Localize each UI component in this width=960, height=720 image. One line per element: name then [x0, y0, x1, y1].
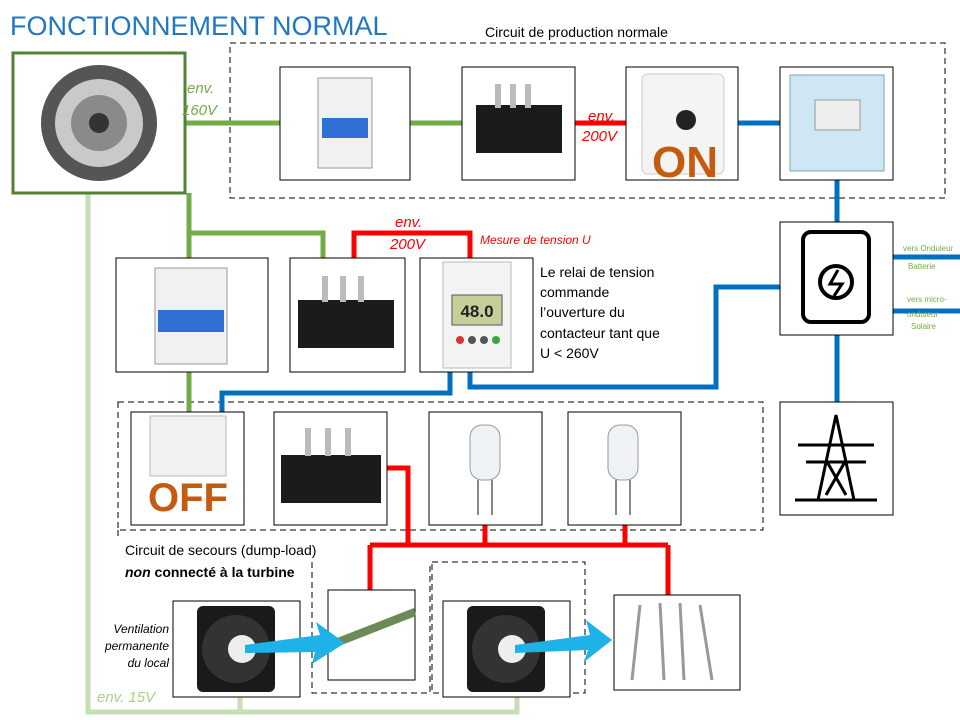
production-circuit-label: Circuit de production normale [485, 24, 668, 40]
contactor-state: OFF [148, 476, 228, 520]
airflow-arrow-icon [515, 620, 612, 662]
wires-ac [219, 120, 960, 412]
relay-description: Le relai de tension commande l’ouverture… [540, 264, 660, 361]
voltage-200-label: env. [588, 108, 615, 125]
heater-box [327, 589, 416, 681]
solar-output-label-2: onduleur [907, 310, 938, 319]
rectifier-icon [476, 84, 562, 153]
voltage-measure-label: Mesure de tension U [480, 233, 591, 247]
voltage-200-value: 200V [581, 128, 619, 145]
dump-load-note-emphasis: non [125, 564, 151, 580]
voltage-160-value: 160V [182, 102, 219, 119]
meter-box [779, 221, 894, 336]
voltage-relay-icon [442, 261, 512, 369]
battery-output-label: vers Onduleur [903, 244, 954, 253]
resistor-coils-icon [630, 602, 714, 681]
fan-voltage-label: env. 15V [97, 689, 157, 706]
relay-description-line: U < 260V [540, 345, 599, 361]
inverter-state: ON [652, 138, 718, 187]
fan-icon [467, 606, 545, 692]
relay-description-line: commande [540, 284, 609, 300]
relay-voltage-value: 200V [389, 236, 427, 253]
ventilation-line: Ventilation [113, 622, 169, 636]
heater-frame [311, 562, 431, 694]
breaker-icon [317, 77, 373, 169]
wires-dc [351, 120, 671, 597]
electric-meter-icon [801, 230, 871, 324]
relay-description-line: contacteur tant que [540, 325, 660, 341]
wires-turbine [185, 120, 462, 412]
dump-load-label: Circuit de secours (dump-load) [125, 542, 316, 558]
ventilation-line: permanente [104, 639, 169, 653]
turbine-icon [41, 65, 157, 181]
page-title: FONCTIONNEMENT NORMAL [10, 11, 388, 41]
halogen-bulb-icon [469, 424, 501, 515]
dump-load-note: non connecté à la turbine [125, 564, 295, 580]
dump-load-note-rest: connecté à la turbine [151, 564, 295, 580]
battery-output-label-2: Batterie [908, 262, 936, 271]
power-pylon-icon [795, 414, 877, 502]
wire-15v [85, 193, 520, 715]
halogen-bulb-icon [607, 424, 639, 515]
relay-description-line: l’ouverture du [540, 304, 625, 320]
solar-output-label: vers micro- [907, 295, 947, 304]
voltage-160-label: env. [187, 80, 214, 97]
rectifier-2-icon [298, 276, 394, 348]
inverter-icon [641, 73, 725, 175]
relay-voltage-label: env. [395, 214, 422, 231]
relay-display: 48.0 [460, 302, 493, 321]
solar-output-label-3: Solaire [911, 322, 936, 331]
relay-description-line: Le relai de tension [540, 264, 654, 280]
contactor-icon [149, 415, 227, 477]
breaker-2-icon [154, 267, 228, 365]
rectifier-3-icon [281, 428, 381, 503]
heating-element-icon [332, 608, 416, 648]
fan-icon [197, 606, 275, 692]
airflow-arrows [245, 620, 612, 664]
ventilation-label: Ventilation permanente du local [104, 622, 169, 670]
ventilation-line: du local [128, 656, 170, 670]
dump-load-frame [117, 401, 764, 531]
airflow-arrow-icon [245, 622, 345, 664]
distribution-panel-icon [789, 74, 885, 172]
